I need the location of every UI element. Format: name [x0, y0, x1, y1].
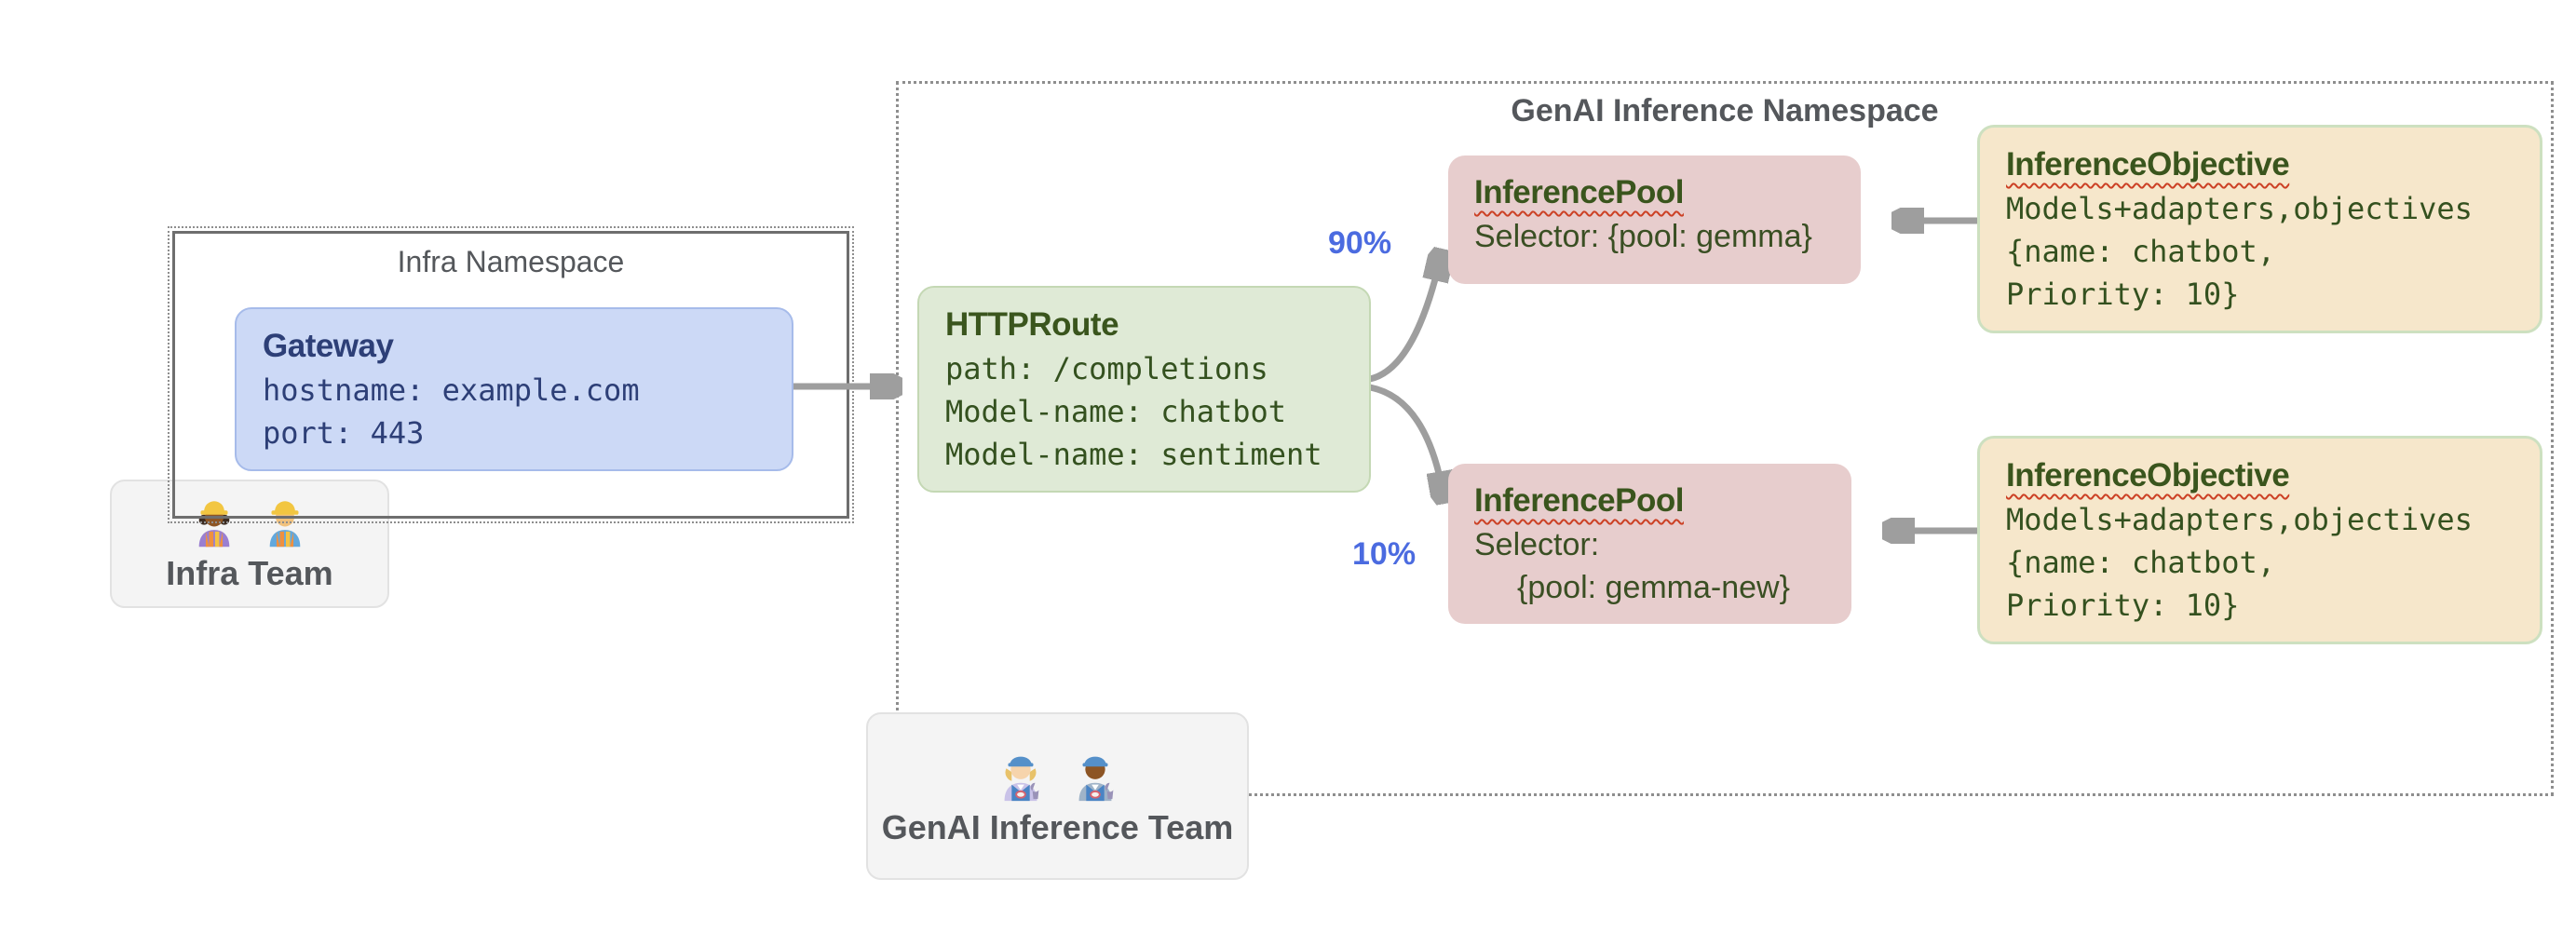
inference-objective-bottom-name: {name: chatbot, — [2006, 545, 2275, 580]
traffic-split-10-label: 10% — [1352, 536, 1417, 572]
gateway-node: Gateway hostname: example.com port: 443 — [235, 307, 793, 471]
inference-pool-gemma-selector: Selector: {pool: gemma} — [1474, 219, 1812, 254]
inference-objective-top-title: InferenceObjective — [2006, 146, 2290, 183]
httproute-node: HTTPRoute path: /completions Model-name:… — [917, 286, 1371, 493]
arrow-httproute-to-pool-bottom — [1366, 384, 1444, 495]
inference-objective-top-name: {name: chatbot, — [2006, 234, 2275, 269]
inference-objective-top-models: Models+adapters,objectives — [2006, 191, 2473, 226]
inference-pool-gemma-new-selector-value: {pool: gemma-new} — [1517, 570, 1790, 605]
woman-mechanic-icon — [1004, 756, 1038, 802]
inference-pool-gemma-node: InferencePool Selector: {pool: gemma} — [1448, 156, 1861, 284]
httproute-path: path: /completions — [945, 351, 1268, 386]
inference-objective-bottom-node: InferenceObjective Models+adapters,objec… — [1977, 436, 2542, 644]
httproute-model-chatbot: Model-name: chatbot — [945, 394, 1287, 429]
inference-objective-bottom-models: Models+adapters,objectives — [2006, 502, 2473, 537]
inference-pool-gemma-new-node: InferencePool Selector: {pool: gemma-new… — [1448, 464, 1851, 624]
genai-namespace-box: GenAI Inference Namespace — [896, 81, 2554, 796]
gateway-hostname: hostname: example.com — [263, 372, 640, 408]
genai-namespace-title: GenAI Inference Namespace — [1511, 93, 1939, 128]
infra-namespace-box: Infra Namespace — [168, 226, 854, 523]
genai-team-label: GenAI Inference Team — [881, 808, 1234, 846]
inference-pool-gemma-new-selector: Selector: — [1474, 527, 1600, 562]
httproute-title: HTTPRoute — [945, 306, 1119, 343]
inference-pool-gemma-new-title: InferencePool — [1474, 482, 1684, 519]
genai-team-card: GenAI Inference Team — [866, 712, 1249, 880]
gateway-title: Gateway — [263, 328, 394, 364]
inference-objective-top-priority: Priority: 10} — [2006, 277, 2240, 312]
arrow-httproute-to-pool-top — [1366, 257, 1441, 383]
infra-namespace-title: Infra Namespace — [397, 245, 625, 278]
infra-team-label: Infra Team — [166, 554, 333, 592]
inference-objective-top-node: InferenceObjective Models+adapters,objec… — [1977, 125, 2542, 333]
inference-pool-gemma-title: InferencePool — [1474, 174, 1684, 210]
man-mechanic-icon — [1078, 756, 1113, 802]
traffic-split-90-label: 90% — [1328, 225, 1392, 261]
httproute-model-sentiment: Model-name: sentiment — [945, 437, 1322, 472]
inference-objective-bottom-title: InferenceObjective — [2006, 457, 2290, 494]
gateway-port: port: 443 — [263, 415, 425, 451]
inference-objective-bottom-priority: Priority: 10} — [2006, 588, 2240, 623]
genai-team-icons — [992, 745, 1124, 803]
